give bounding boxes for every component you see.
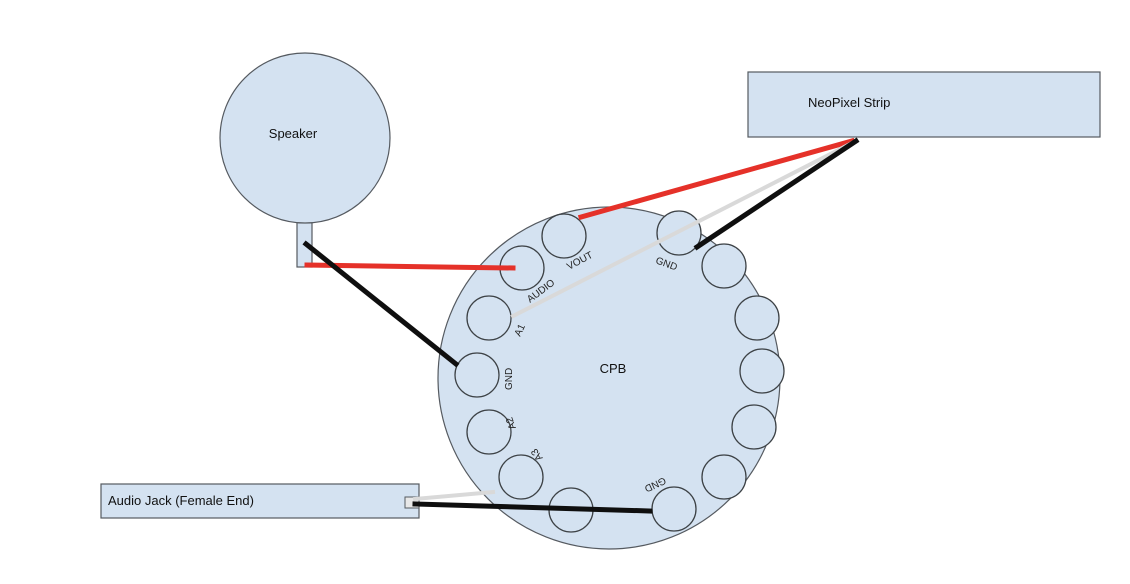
pad-right-4	[731, 404, 777, 450]
wires	[302, 137, 860, 514]
neopixel-strip: NeoPixel Strip	[747, 71, 1101, 138]
speaker: Speaker	[219, 52, 391, 268]
audio-jack-body	[100, 483, 420, 519]
speaker-body	[219, 52, 391, 224]
wire-speaker-gnd-black	[302, 240, 460, 368]
neopixel-strip-body	[747, 71, 1101, 138]
neopixel-strip-label: NeoPixel Strip	[808, 95, 890, 110]
pad-a2	[466, 409, 512, 455]
wire-neopixel-vout-red	[577, 137, 856, 221]
audio-jack-label: Audio Jack (Female End)	[108, 493, 254, 508]
speaker-label: Speaker	[269, 126, 318, 141]
pad-gnd-left	[454, 352, 500, 398]
pad-right-2	[734, 295, 780, 341]
pad-right-1	[701, 243, 747, 289]
cpb-board: CPB VOUT GND AUDIO A1 GND A2 A3 GND	[437, 206, 785, 550]
pin-label-a2: A2	[504, 415, 519, 431]
pad-right-3	[739, 348, 785, 394]
pin-label-a1: A1	[513, 322, 528, 338]
pad-right-5	[701, 454, 747, 500]
pad-gnd-bottom	[651, 486, 697, 532]
pin-label-gnd-left: GND	[504, 368, 515, 390]
wire-jack-gnd-black	[412, 501, 653, 514]
pad-a3	[498, 454, 544, 500]
wire-neopixel-gnd-black	[693, 137, 860, 251]
cpb-label: CPB	[600, 361, 627, 376]
wire-speaker-audio-red	[304, 262, 516, 271]
audio-jack: Audio Jack (Female End)	[100, 483, 420, 519]
pad-vout	[541, 213, 587, 259]
wire-jack-a3-white	[412, 489, 496, 502]
pad-a1	[466, 295, 512, 341]
wire-neopixel-a1-white	[510, 138, 859, 319]
